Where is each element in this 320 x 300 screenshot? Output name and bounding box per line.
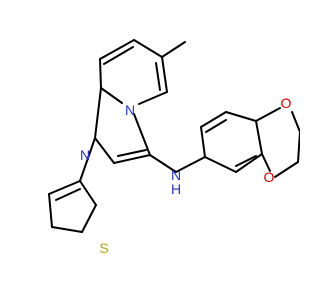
methyl-bond [161, 41, 186, 58]
bond [79, 137, 96, 182]
bond [297, 131, 300, 163]
atom-o-top: O [281, 95, 292, 111]
imidazole-ring [94, 87, 151, 164]
atom-n-pyridine: N [125, 102, 135, 118]
atom-h-amine: H [171, 181, 181, 197]
bond [100, 87, 123, 104]
bond [161, 56, 168, 93]
bond [99, 39, 135, 60]
bond [113, 154, 151, 164]
benzene-ring [200, 111, 263, 173]
bond [255, 120, 263, 155]
bond [94, 87, 102, 139]
bond [200, 111, 227, 128]
bond [79, 180, 97, 206]
bond [235, 153, 263, 173]
atom-s-thiophene: S [99, 240, 108, 256]
nh-bond-left [149, 154, 177, 173]
bond [255, 107, 281, 122]
dioxane-ring [255, 107, 300, 178]
bond [94, 137, 115, 164]
bond [55, 188, 81, 201]
atom-n-amine: N [171, 167, 181, 183]
bond [204, 156, 237, 173]
bond [48, 180, 81, 195]
bond [235, 155, 257, 167]
bond [48, 193, 53, 228]
bond [261, 153, 271, 172]
bond [138, 91, 168, 105]
pyridine-ring [99, 39, 168, 105]
bond [200, 126, 206, 158]
nh-bond-right [175, 156, 206, 173]
bond [155, 62, 161, 91]
structure-canvas: N N N H O O S [48, 39, 300, 256]
bond [291, 111, 300, 133]
bond [133, 113, 151, 156]
atom-n-bridge: N [80, 147, 90, 163]
bond [274, 161, 299, 178]
bond [225, 111, 257, 122]
bond [81, 204, 97, 233]
bond [117, 149, 147, 157]
molecule-diagram: N N N H O O S [48, 39, 300, 256]
bond [205, 119, 227, 133]
bond [99, 58, 102, 89]
bond [103, 46, 134, 65]
bond [51, 226, 83, 233]
bond [133, 39, 163, 58]
thiophene-ring [48, 137, 97, 233]
atom-o-bottom: O [264, 169, 275, 185]
